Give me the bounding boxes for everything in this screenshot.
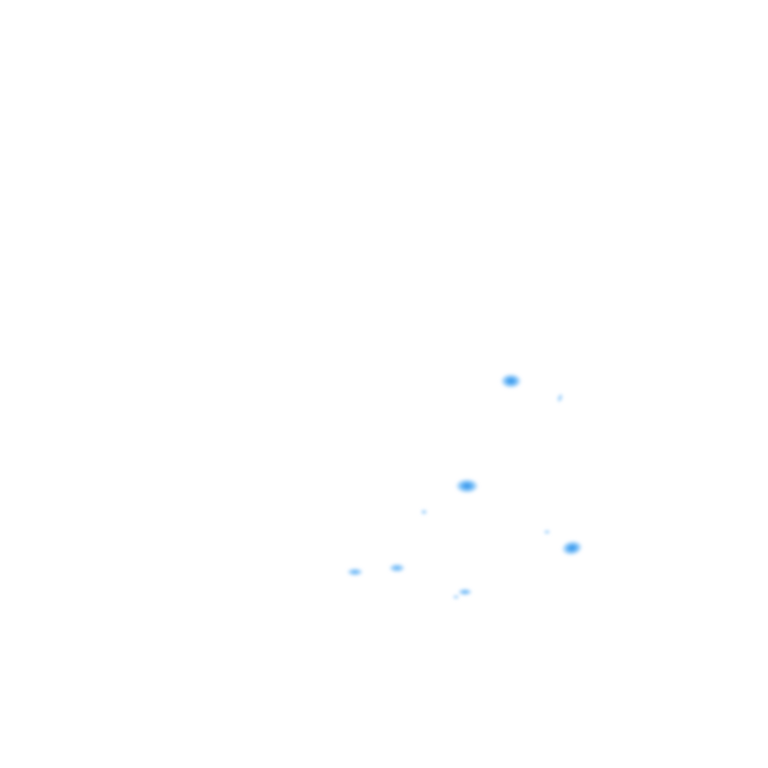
- blob: [452, 594, 460, 600]
- blob: [420, 509, 428, 515]
- blob: [543, 529, 551, 535]
- blob: [556, 393, 564, 403]
- blob: [456, 479, 478, 493]
- blob: [562, 540, 582, 556]
- blob: [458, 588, 472, 596]
- blob: [501, 374, 521, 388]
- blob: [389, 563, 405, 573]
- blob: [347, 568, 363, 576]
